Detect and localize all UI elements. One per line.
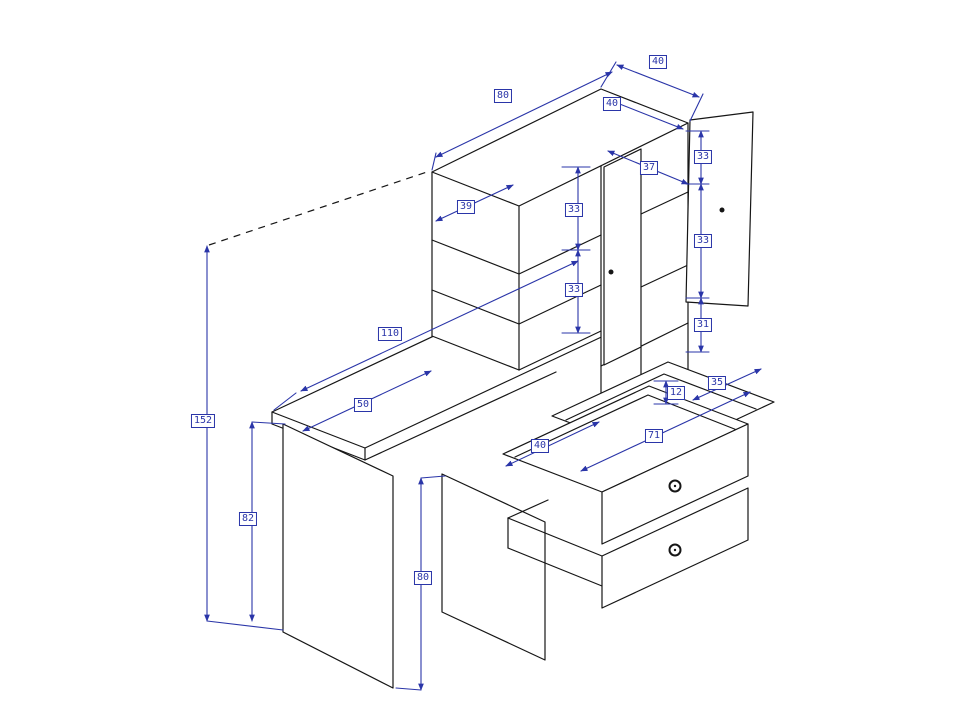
dim-cabinet-compartment-middle: 33 <box>693 234 713 248</box>
bottom-drawer-rim <box>507 517 603 557</box>
open-door-knob-icon <box>719 207 725 213</box>
door-knob-icon <box>608 269 614 275</box>
dim-desk-height: 82 <box>238 512 258 526</box>
dim-cabinet-compartment-top: 33 <box>693 150 713 164</box>
dim-line-drawer-front <box>692 368 762 401</box>
bottom-drawer-knob-icon <box>668 543 682 557</box>
dim-corner-shelf-depth: 39 <box>456 200 476 214</box>
dim-pedestal-height: 80 <box>413 571 433 585</box>
bottom-drawer-base <box>507 547 603 587</box>
dim-top-rail-height: 12 <box>666 386 686 400</box>
dim-line-desktop-length <box>300 260 579 392</box>
dim-drawer-front-width: 35 <box>707 376 727 390</box>
dim-line-hutch-depth <box>616 64 700 98</box>
dim-drawer-inner-length: 71 <box>644 429 664 443</box>
cabinet-closed-door <box>603 148 642 366</box>
dim-hutch-top-width: 80 <box>493 89 513 103</box>
top-drawer-knob-dot-icon <box>673 484 677 488</box>
cabinet-shelf-lower <box>640 264 689 288</box>
construction-dashed-line <box>208 170 431 246</box>
cabinet-open-door <box>685 111 754 307</box>
desk-pedestal <box>441 473 546 661</box>
dim-desktop-length: 110 <box>377 327 403 341</box>
desk-left-side-panel <box>282 423 394 689</box>
dim-shelf-spacing-upper: 33 <box>564 203 584 217</box>
dim-desktop-depth: 50 <box>353 398 373 412</box>
bottom-drawer-side-edge <box>507 499 549 519</box>
bottom-drawer-knob-dot-icon <box>673 548 677 552</box>
dim-drawer-inner-depth: 40 <box>530 439 550 453</box>
top-drawer-knob-icon <box>668 479 682 493</box>
dim-overall-height: 152 <box>190 414 216 428</box>
dim-shelf-spacing-lower: 33 <box>564 283 584 297</box>
dim-hutch-top-depth: 40 <box>648 55 668 69</box>
dim-cabinet-top-depth: 40 <box>602 97 622 111</box>
bottom-drawer-front <box>601 487 749 609</box>
dim-line-drawer-length <box>580 391 751 472</box>
dim-line-hutch-width <box>435 71 613 158</box>
dim-cabinet-compartment-bottom: 31 <box>693 318 713 332</box>
hutch-body-fill <box>432 89 688 370</box>
cabinet-shelf-upper <box>640 191 689 215</box>
dim-cabinet-door-width: 37 <box>639 161 659 175</box>
